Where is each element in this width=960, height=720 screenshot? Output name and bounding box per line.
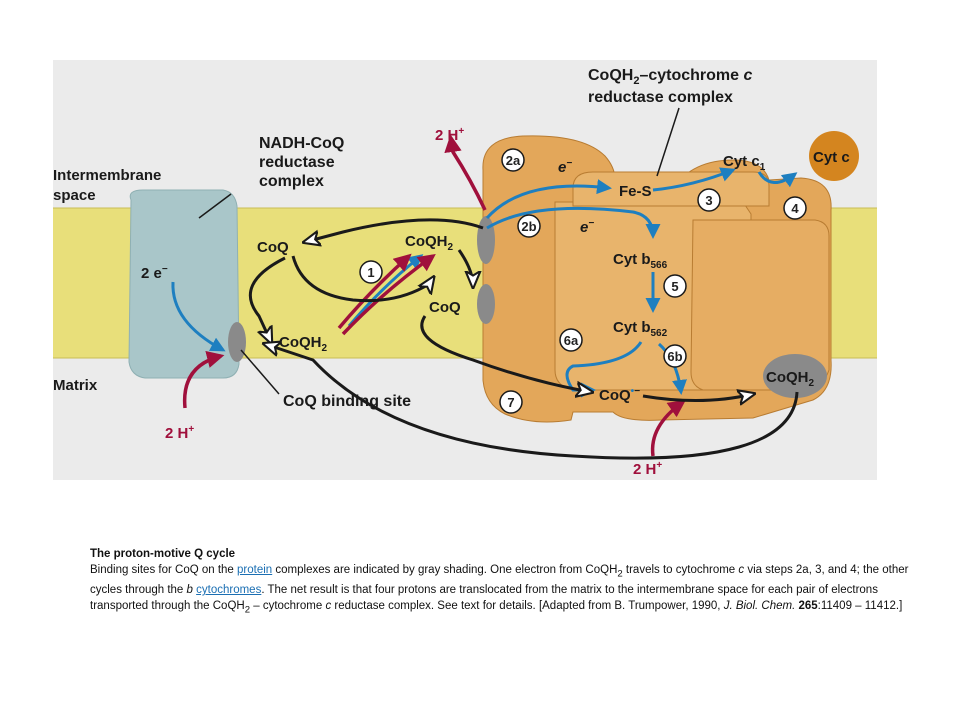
coq-arrow-left-down xyxy=(248,256,286,342)
link-protein[interactable]: protein xyxy=(237,564,273,576)
label-e-minus-1: e− xyxy=(558,158,572,176)
coq-arrow-semiquinone-to-coqh2 xyxy=(642,394,753,401)
svg-text:6b: 6b xyxy=(667,349,682,364)
coq-binding-site-left xyxy=(228,322,246,362)
svg-text:3: 3 xyxy=(705,193,712,208)
figure-caption: The proton-motive Q cycle Binding sites … xyxy=(90,546,910,619)
link-cytochromes[interactable]: cytochromes xyxy=(196,584,262,597)
step-2a: 2a xyxy=(501,148,525,172)
proton-arrow-top xyxy=(444,134,487,211)
q-cycle-diagram: 1 2a 2b 3 4 5 6a 6b 7 Intermembrane spac… xyxy=(53,60,877,480)
label-nadh-3: complex xyxy=(259,173,324,190)
coqh2-arrow-left-to-mid xyxy=(291,255,433,303)
label-2h-top: 2 H+ xyxy=(435,126,464,144)
coq-arrow-to-left xyxy=(305,218,484,242)
svg-text:2a: 2a xyxy=(506,153,521,168)
label-cyt-b566: Cyt b566 xyxy=(613,251,668,271)
step-1: 1 xyxy=(359,260,383,284)
label-fe-s: Fe-S xyxy=(619,183,652,200)
label-e-minus-2: e− xyxy=(580,218,594,236)
label-2h-bottom-left: 2 H+ xyxy=(165,424,194,442)
electron-arrow-2a xyxy=(485,179,612,220)
label-coq-left-top: CoQ xyxy=(257,239,289,256)
step-5: 5 xyxy=(663,274,687,298)
label-coqh2-left-bottom: CoQH2 xyxy=(279,334,328,354)
label-coq-binding-site: CoQ binding site xyxy=(283,393,411,410)
label-coq-semiquinone: CoQ•− xyxy=(599,386,640,404)
coq-arrow-mid-to-semiquinone xyxy=(420,315,591,392)
label-cyt-complex-2: reductase complex xyxy=(588,89,733,106)
proton-arrow-mid-1 xyxy=(337,253,412,330)
label-cyt-c1: Cyt c1 xyxy=(723,153,766,173)
step-3: 3 xyxy=(697,188,721,212)
label-coq-mid: CoQ xyxy=(429,299,461,316)
label-2e: 2 e− xyxy=(141,264,168,282)
svg-text:5: 5 xyxy=(671,279,678,294)
label-coqh2-mid: CoQH2 xyxy=(405,233,454,253)
svg-text:7: 7 xyxy=(507,395,514,410)
step-6b: 6b xyxy=(663,344,687,368)
electron-arrow-nadh xyxy=(171,281,226,352)
coq-binding-site-mid xyxy=(477,284,495,324)
electron-arrow-fes-c1 xyxy=(652,167,736,192)
label-coqh2-right: CoQH2 xyxy=(766,369,815,389)
label-matrix: Matrix xyxy=(53,377,98,394)
label-2h-bottom-right: 2 H+ xyxy=(633,460,662,478)
svg-text:1: 1 xyxy=(367,265,374,280)
step-2b: 2b xyxy=(517,214,541,238)
coq-binding-site-top xyxy=(477,216,495,264)
cyt-c-ball xyxy=(809,131,859,181)
label-space: space xyxy=(53,187,96,204)
coq-binding-site-right xyxy=(763,354,827,398)
label-cyt-b562: Cyt b562 xyxy=(613,319,668,339)
coq-arrow-mid-from-center xyxy=(457,249,473,286)
caption-title: The proton-motive Q cycle xyxy=(90,548,236,560)
svg-text:6a: 6a xyxy=(564,333,579,348)
svg-text:4: 4 xyxy=(791,201,799,216)
step-6a: 6a xyxy=(559,328,583,352)
nadh-complex xyxy=(128,189,240,379)
electron-arrow-6a xyxy=(565,341,643,398)
caption-text: Binding sites for CoQ on the protein com… xyxy=(90,564,909,616)
step-7: 7 xyxy=(499,390,523,414)
electron-arrow-2b xyxy=(486,206,661,239)
label-intermembrane: Intermembrane xyxy=(53,167,161,184)
proton-arrow-bottom-right xyxy=(650,399,686,457)
step-4: 4 xyxy=(783,196,807,220)
svg-text:2b: 2b xyxy=(521,219,536,234)
leader-binding-site xyxy=(240,349,280,395)
label-nadh-1: NADH-CoQ xyxy=(259,135,344,152)
electron-arrow-left-coqh2 xyxy=(347,254,424,327)
label-cyt-complex-1: CoQH2–cytochrome c xyxy=(588,67,753,87)
label-cyt-c: Cyt c xyxy=(813,149,850,166)
leader-nadh xyxy=(198,193,232,219)
proton-arrow-mid-2 xyxy=(341,253,436,336)
coqh2-arrow-right-to-left xyxy=(265,344,799,460)
electron-arrow-c1-c xyxy=(757,171,798,188)
label-nadh-2: reductase xyxy=(259,154,335,171)
proton-arrow-bottom-left xyxy=(182,350,225,409)
leader-cyt-complex xyxy=(656,107,680,177)
